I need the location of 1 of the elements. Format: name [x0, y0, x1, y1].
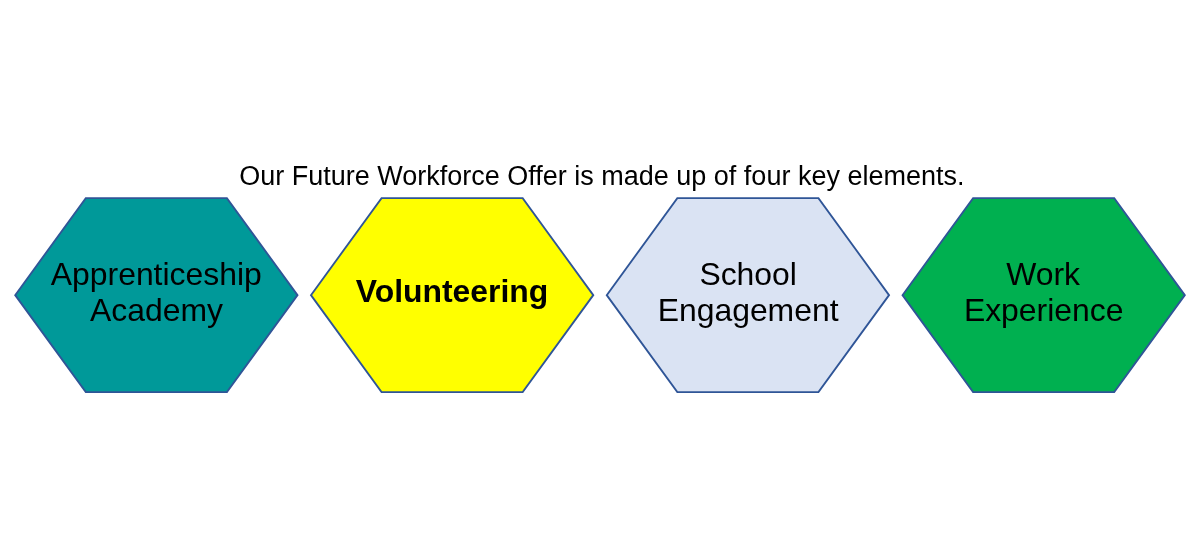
diagram-title: Our Future Workforce Offer is made up of four key elements. [239, 160, 965, 191]
